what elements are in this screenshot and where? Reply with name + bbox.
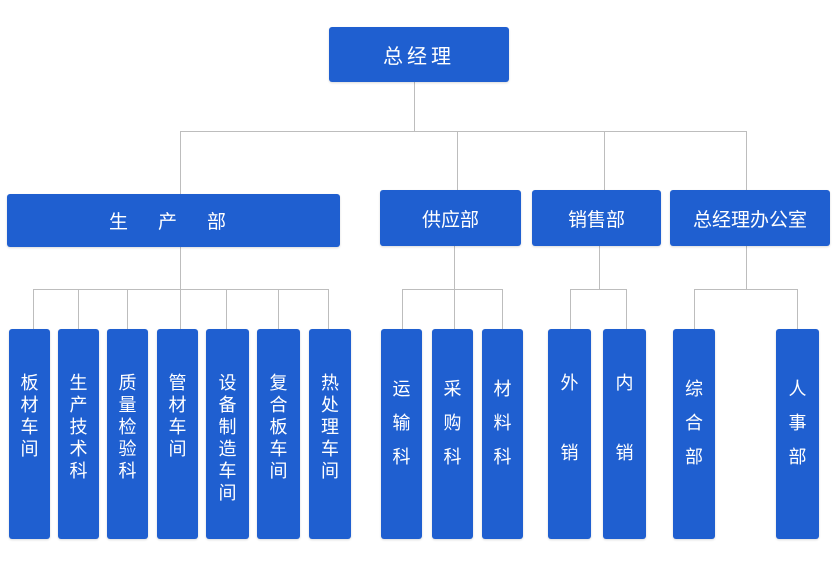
connector (226, 289, 227, 329)
node-unit: 人事部 (776, 329, 819, 539)
connector (78, 289, 79, 329)
connector (127, 289, 128, 329)
node-unit: 综合部 (673, 329, 715, 539)
connector (599, 246, 600, 289)
connector (180, 131, 181, 194)
node-unit: 设备制造车间 (206, 329, 249, 539)
node-label: 内销 (615, 373, 634, 464)
connector (454, 289, 455, 329)
node-label: 热处理车间 (321, 373, 339, 482)
node-label: 采购科 (443, 379, 462, 468)
node-unit: 管材车间 (157, 329, 198, 539)
node-unit: 内销 (603, 329, 646, 539)
connector (33, 289, 329, 290)
node-label: 质量检验科 (118, 373, 137, 482)
node-label: 总经理 (383, 44, 455, 68)
connector (746, 246, 747, 289)
node-label: 综合部 (685, 379, 703, 468)
node-dept-production: 生 产 部 (7, 194, 340, 247)
node-label: 总经理办公室 (692, 208, 807, 231)
node-unit: 质量检验科 (107, 329, 148, 539)
connector (402, 289, 403, 329)
node-label: 供应部 (421, 208, 479, 231)
connector (694, 289, 798, 290)
node-label: 板材车间 (20, 373, 39, 460)
connector (180, 289, 181, 329)
connector (402, 289, 503, 290)
node-label: 销售部 (567, 208, 625, 231)
node-label: 设备制造车间 (218, 373, 237, 504)
connector (604, 131, 605, 190)
node-unit: 板材车间 (9, 329, 50, 539)
node-unit: 材料科 (482, 329, 523, 539)
connector (180, 131, 746, 132)
node-label: 人事部 (788, 379, 807, 468)
connector (414, 82, 415, 131)
connector (570, 289, 627, 290)
connector (278, 289, 279, 329)
connector (694, 289, 695, 329)
node-general-manager: 总经理 (329, 27, 509, 82)
node-dept-sales: 销售部 (532, 190, 661, 246)
node-unit: 热处理车间 (309, 329, 351, 539)
connector (746, 131, 747, 190)
node-label: 生产技术科 (69, 373, 88, 482)
node-unit: 运输科 (381, 329, 422, 539)
node-unit: 复合板车间 (257, 329, 300, 539)
connector (457, 131, 458, 190)
connector (454, 246, 455, 289)
connector (180, 247, 181, 289)
connector (33, 289, 34, 329)
node-dept-supply: 供应部 (380, 190, 521, 246)
connector (626, 289, 627, 329)
node-label: 生 产 部 (108, 211, 239, 233)
connector (502, 289, 503, 329)
node-unit: 采购科 (432, 329, 473, 539)
connector (570, 289, 571, 329)
node-unit: 生产技术科 (58, 329, 99, 539)
connector (797, 289, 798, 329)
node-label: 复合板车间 (269, 373, 288, 482)
node-unit: 外销 (548, 329, 591, 539)
connector (328, 289, 329, 329)
node-label: 运输科 (392, 379, 411, 468)
node-dept-gm-office: 总经理办公室 (670, 190, 830, 246)
node-label: 管材车间 (168, 373, 187, 460)
node-label: 材料科 (493, 379, 512, 468)
node-label: 外销 (560, 373, 579, 464)
